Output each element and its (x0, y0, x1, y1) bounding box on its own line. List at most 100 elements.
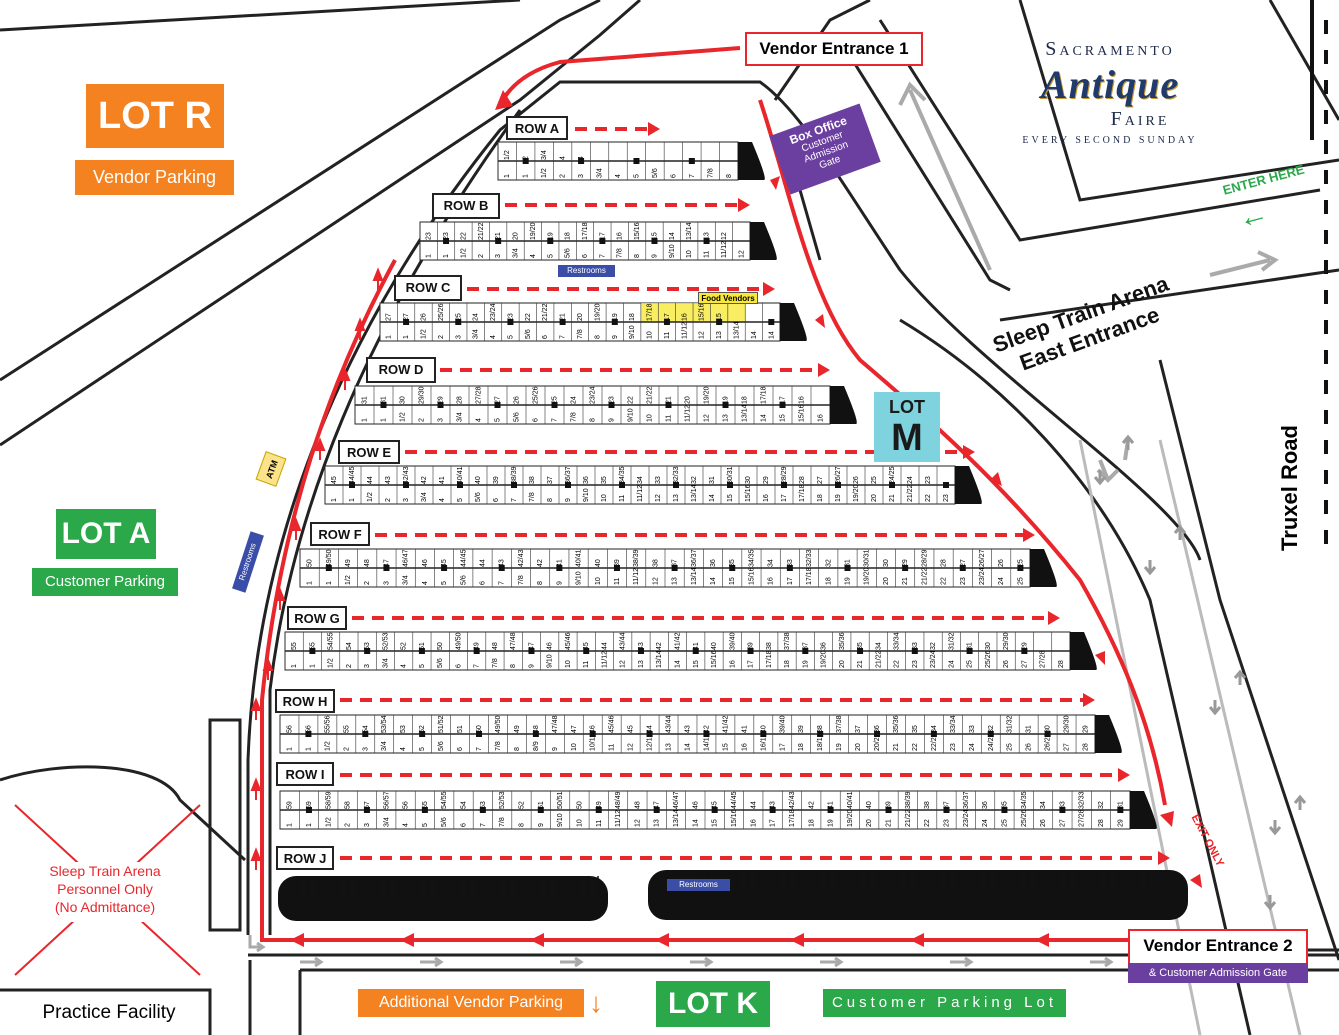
stall-number: 25/26 (985, 650, 992, 668)
stall-number: 35 (912, 725, 919, 733)
stall-number: 17/18 (799, 484, 806, 502)
stall-post-marker (663, 319, 670, 325)
stall-number: 24/25 (889, 466, 896, 484)
stall-number: 32/33 (1079, 791, 1086, 809)
stall-number: 16 (729, 660, 736, 668)
stall-number: 45/46 (565, 632, 572, 650)
stall-number: 37 (672, 559, 679, 567)
stall-number: 14 (751, 331, 758, 339)
stall-number: 25 (1017, 559, 1024, 567)
stall-number: 46 (692, 801, 699, 809)
stall-post-marker (943, 482, 949, 488)
stall-number: 48 (533, 725, 540, 733)
stall-post-marker (362, 731, 369, 737)
route-arrowhead (1190, 874, 1202, 888)
stall-number: 21/22 (907, 484, 914, 502)
stall-post-marker (911, 648, 918, 654)
road-edge (878, 19, 1321, 242)
stall-number: 15 (727, 494, 734, 502)
stall-number: 32 (1098, 801, 1105, 809)
stall-post-marker (747, 648, 754, 654)
stall-post-marker (349, 482, 355, 488)
stall-number: 8 (510, 664, 517, 668)
lot-m-label: LOT (889, 397, 925, 417)
stall-number: 33/34 (894, 632, 901, 650)
stall-number: 28/29 (921, 549, 928, 567)
stall-post-marker (716, 319, 723, 325)
stall-number: 6 (670, 174, 677, 178)
stall-post-marker (844, 565, 851, 571)
stall-number: 2 (345, 823, 352, 827)
stall-number: 58/59 (325, 791, 332, 809)
practice-facility-label: Practice Facility (42, 1002, 176, 1023)
stall-number: 50 (307, 559, 314, 567)
route-arrowhead (495, 90, 513, 110)
stall-number: 55 (309, 642, 316, 650)
stall-number: 3 (383, 581, 390, 585)
stall-number: 37/38 (784, 632, 791, 650)
stall-number: 34 (875, 642, 882, 650)
stall-number: 15 (716, 313, 723, 321)
stall-number: 30 (883, 559, 890, 567)
stall-number: 11 (596, 820, 603, 827)
stall-number: 22 (941, 577, 948, 585)
vendor-route (758, 99, 1167, 806)
brand-logo: Sacramento Antique Faire EVERY SECOND SU… (1010, 38, 1210, 170)
road-edge (1158, 359, 1339, 961)
stall-number: 7/8 (577, 329, 584, 339)
stall-number: 20 (883, 577, 890, 585)
stall-number: 43/44 (666, 715, 673, 733)
stall-number: 26 (998, 559, 1005, 567)
stall-number: 22 (894, 660, 901, 668)
stall-number: 11/12 (601, 651, 608, 668)
stall-post-marker (827, 807, 834, 813)
stall-number: 48 (634, 801, 641, 809)
stall-number: 3/4 (597, 168, 604, 178)
stall-number: 24 (571, 396, 578, 404)
stall-number: 6 (582, 254, 589, 258)
stall-number: 2 (419, 418, 426, 422)
stall-number: 55/56 (324, 715, 331, 733)
stall-post-marker (611, 319, 618, 325)
route-arrowhead (910, 933, 924, 947)
stall-number: 5/6 (565, 248, 572, 258)
lot-k-arrow (300, 956, 324, 968)
stall-number: 19 (835, 494, 842, 502)
row-arrowhead (1118, 768, 1130, 782)
stall-number: 44/45 (731, 791, 738, 809)
stall-number: 20/21 (874, 733, 881, 751)
stall-number: 38 (924, 801, 931, 809)
lot-j-curb-right (648, 870, 1188, 920)
stall-number: 32 (930, 642, 937, 650)
stall-post-marker (443, 238, 450, 244)
stall-number: 8 (726, 174, 733, 178)
stall-post-marker (722, 402, 729, 408)
lot-k-arrow (248, 935, 266, 953)
stall-number: 22 (460, 232, 467, 240)
stall-number: 24 (907, 476, 914, 484)
row-label-h: ROW H (275, 689, 335, 713)
route-arrowhead (530, 933, 544, 947)
stall-number: 20 (871, 494, 878, 502)
gray-arrow (1209, 250, 1279, 277)
stall-number: 44 (601, 642, 608, 650)
stall-number: 32 (825, 559, 832, 567)
stall-number: 4 (401, 664, 408, 668)
stall-number: 5 (441, 581, 448, 585)
stall-number: 3/4 (473, 329, 480, 339)
road-edge (838, 39, 1011, 292)
stall-number: 8 (590, 418, 597, 422)
stall-row-i: 1591591/258/592583573/456/574565555/654/… (279, 790, 1157, 830)
stall-number: 3 (362, 747, 369, 751)
stall-number: 30/31 (727, 466, 734, 484)
stall-number: 27/28 (476, 386, 483, 404)
stall-number: 19/20 (704, 386, 711, 404)
stall-number: 8 (514, 747, 521, 751)
route-arrowhead (290, 933, 304, 947)
stall-number: 3 (364, 664, 371, 668)
stall-number: 22 (924, 819, 931, 827)
stall-number: 14 (685, 743, 692, 751)
stall-number: 27 (817, 476, 824, 484)
stall-number: 1 (349, 498, 356, 502)
stall-number: 4 (476, 418, 483, 422)
